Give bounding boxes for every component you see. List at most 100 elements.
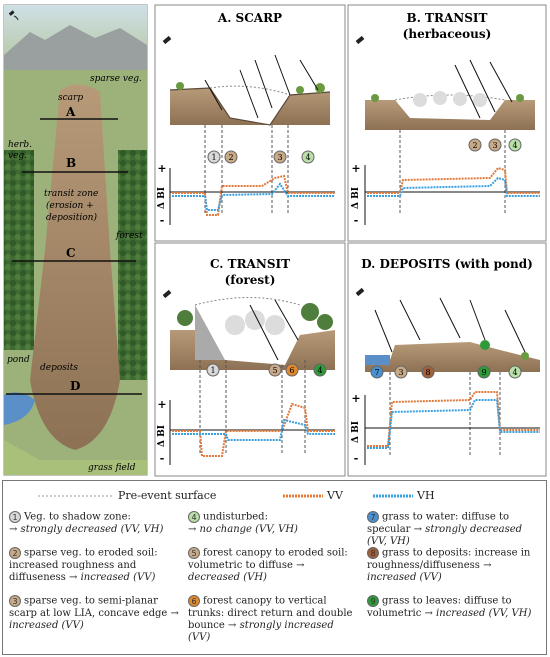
legend-effect-4: → no change (VV, VH) (188, 523, 298, 535)
panel-a-terrain (162, 35, 331, 126)
map-label-forest: forest (115, 231, 143, 241)
panel-c-title: C. TRANSIT (210, 257, 290, 271)
panel-c-terrain (162, 289, 335, 370)
map-label-herb-1: herb. (8, 140, 32, 150)
map-label-pond: pond (7, 355, 30, 365)
legend-effect-8: → increased (VV) (367, 559, 492, 583)
map-label-sparse: sparse veg. (90, 74, 142, 84)
legend-effect-7: → strongly decreased (VV, VH) (367, 523, 523, 547)
panel-b-ylabel: Δ BI (351, 187, 361, 209)
legend-vh: VH (417, 489, 435, 502)
legend-vv: VV (327, 489, 343, 502)
panel-d-plus: + (351, 392, 360, 405)
legend-num-3: 3 (9, 595, 21, 607)
panel-c-marker-1: 1 (210, 366, 215, 375)
site-map (3, 4, 148, 476)
panel-c-markers: 1 5 6 4 (199, 360, 327, 455)
legend-effect-6: → strongly increased (VV) (188, 619, 334, 643)
panel-a-title: A. SCARP (217, 11, 282, 25)
legend-effect-9: → increased (VV, VH) (424, 607, 532, 619)
map-label-deposits: deposits (40, 363, 78, 373)
panel-d-marker-4: 4 (512, 368, 517, 377)
legend-text-2: sparse veg. to eroded soil: increased ro… (9, 547, 158, 583)
panel-a-marker-2: 2 (228, 153, 233, 162)
legend-text-9: grass to leaves: diffuse to volumetric (367, 595, 512, 619)
panel-b-marker-3: 3 (492, 141, 497, 150)
map-label-grass: grass field (88, 463, 136, 473)
legend-num-4: 4 (188, 511, 200, 523)
satellite-icon (162, 289, 172, 299)
panel-a-plus: + (157, 162, 166, 175)
legend-num-5: 5 (188, 547, 200, 559)
panel-b-terrain (355, 35, 535, 130)
panel-c-subtitle: (forest) (225, 273, 276, 287)
legend-num-7: 7 (367, 511, 379, 523)
legend-text-7: grass to water: diffuse to specular (367, 511, 510, 535)
legend-num-2: 2 (9, 547, 21, 559)
panel-a-plot (169, 168, 335, 225)
legend-text-6: forest canopy to vertical trunks: direct… (188, 595, 353, 631)
panel-b-plot (364, 165, 540, 225)
legend-text-4: undisturbed: (203, 511, 268, 523)
legend-text-8: grass to deposits: increase in roughness… (367, 547, 531, 571)
panel-c-plot (169, 400, 335, 465)
map-label-transit-1: transit zone (44, 189, 98, 199)
panel-d-marker-3: 3 (398, 368, 403, 377)
panel-d-markers: 7 3 8 9 4 (370, 365, 522, 455)
panel-c-marker-6: 6 (289, 366, 294, 375)
map-section-d: D (70, 379, 80, 393)
panel-a-marker-3: 3 (277, 153, 282, 162)
legend-effect-5: → decreased (VH) (188, 559, 305, 583)
panel-c-marker-4: 4 (317, 366, 322, 375)
legend-num-8: 8 (367, 547, 379, 559)
panel-c-plus: + (157, 398, 166, 411)
panel-a-marker-1: 1 (211, 153, 216, 162)
legend-effect-3: → increased (VV) (9, 607, 179, 631)
legend-effect-1: → strongly decreased (VV, VH) (9, 523, 164, 535)
panel-a-markers: 1 2 3 4 (204, 125, 315, 215)
legend-key-row: Pre-event surface VV VH (3, 487, 546, 505)
legend-preevent: Pre-event surface (118, 489, 217, 502)
panel-d-marker-7: 7 (374, 368, 379, 377)
panel-a-ylabel: Δ BI (157, 187, 167, 209)
panel-c-marker-5: 5 (272, 366, 277, 375)
legend-effect-2: → increased (VV) (69, 571, 156, 583)
panel-a-minus: - (160, 214, 165, 227)
legend-key-lines (38, 494, 413, 498)
panel-b-marker-4: 4 (512, 141, 517, 150)
legend-num-1: 1 (9, 511, 21, 523)
panel-d-marker-8: 8 (425, 368, 430, 377)
map-label-herb-2: veg. (8, 151, 27, 161)
satellite-icon (355, 287, 365, 297)
panel-d-ylabel: Δ BI (351, 421, 361, 443)
legend-text-5: forest canopy to eroded soil: volumetric… (188, 547, 348, 571)
panel-d-plot (364, 391, 540, 465)
panel-b-title: B. TRANSIT (407, 11, 488, 25)
satellite-icon (8, 10, 19, 21)
panel-a-marker-4: 4 (305, 153, 310, 162)
map-section-a: A (65, 105, 76, 119)
panel-b-marker-2: 2 (472, 141, 477, 150)
legend-text-1: Veg. to shadow zone: (24, 511, 131, 523)
satellite-icon (162, 35, 172, 45)
map-section-b: B (66, 156, 76, 170)
panel-b-markers: 2 3 4 (399, 130, 522, 215)
legend-num-9: 9 (367, 595, 379, 607)
legend-text-3: sparse veg. to semi-planar scarp at low … (9, 595, 168, 619)
panel-b-subtitle: (herbaceous) (403, 27, 492, 41)
panel-d-terrain (355, 287, 540, 372)
map-label-transit-3: deposition) (46, 212, 97, 223)
map-label-scarp: scarp (58, 93, 83, 103)
satellite-icon (355, 35, 365, 45)
diagram-canvas: sparse veg. scarp A herb. veg. B transit… (3, 4, 547, 477)
panel-d-minus: - (354, 452, 359, 465)
